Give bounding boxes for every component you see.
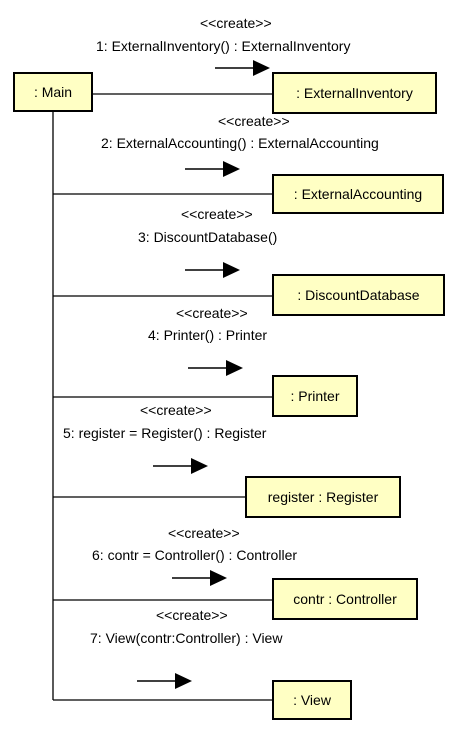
arrow-6 <box>172 570 227 586</box>
message-2-stereotype: <<create>> <box>218 113 290 129</box>
object-printer[interactable]: : Printer <box>272 375 358 417</box>
arrow-4 <box>188 360 243 376</box>
object-view[interactable]: : View <box>272 680 352 720</box>
arrow-5 <box>153 458 208 474</box>
object-discount-database[interactable]: : DiscountDatabase <box>272 274 445 316</box>
message-1-stereotype: <<create>> <box>200 15 272 31</box>
message-5-label: 5: register = Register() : Register <box>63 425 267 441</box>
object-controller[interactable]: contr : Controller <box>272 578 418 620</box>
arrow-7 <box>137 673 192 689</box>
message-6-label: 6: contr = Controller() : Controller <box>92 547 298 563</box>
message-4-stereotype: <<create>> <box>176 305 248 321</box>
message-3-stereotype: <<create>> <box>181 206 253 222</box>
arrow-1 <box>215 60 270 76</box>
arrow-3 <box>185 262 240 278</box>
message-4-label: 4: Printer() : Printer <box>148 327 268 343</box>
message-6-stereotype: <<create>> <box>168 525 240 541</box>
message-3-label: 3: DiscountDatabase() <box>138 229 278 245</box>
arrow-2 <box>185 161 240 177</box>
main-object[interactable]: : Main <box>13 72 93 112</box>
message-1-label: 1: ExternalInventory() : ExternalInvento… <box>96 38 351 54</box>
object-register[interactable]: register : Register <box>245 476 401 518</box>
message-7-stereotype: <<create>> <box>156 607 228 623</box>
message-7-label: 7: View(contr:Controller) : View <box>90 630 283 646</box>
object-external-accounting[interactable]: : ExternalAccounting <box>272 174 444 214</box>
message-2-label: 2: ExternalAccounting() : ExternalAccoun… <box>101 135 379 151</box>
message-5-stereotype: <<create>> <box>140 402 212 418</box>
object-external-inventory[interactable]: : ExternalInventory <box>272 72 437 114</box>
